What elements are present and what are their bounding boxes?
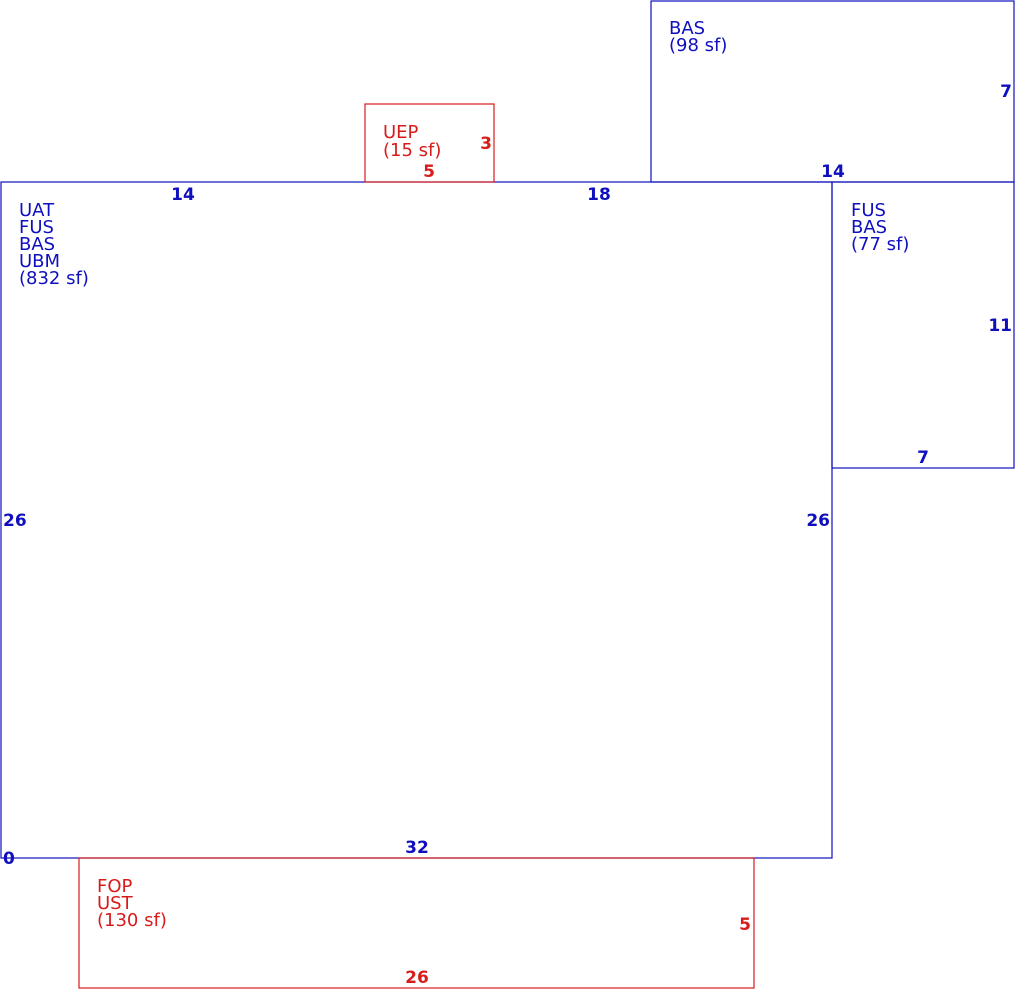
area-main: UAT FUS BAS UBM (832 sf) 14 18 26 26 32 (0, 181, 833, 859)
area-top-right-dim-right: 7 (1000, 82, 1012, 102)
area-main-dim-top-left: 14 (171, 185, 195, 205)
area-entry: UEP (15 sf) 3 5 (364, 103, 495, 183)
area-main-area: (832 sf) (19, 268, 89, 289)
area-main-outline (0, 181, 833, 859)
area-porch-outline (78, 857, 755, 989)
area-right: FUS BAS (77 sf) 11 7 (831, 181, 1015, 469)
area-main-code-1: UAT (19, 200, 55, 221)
area-top-right: BAS (98 sf) 7 14 (650, 0, 1015, 183)
area-main-code-4: UBM (19, 251, 60, 272)
area-porch-dim-bottom: 26 (405, 968, 429, 988)
area-entry-area: (15 sf) (383, 140, 441, 161)
area-right-code-2: BAS (851, 217, 887, 238)
area-porch-code-2: UST (97, 893, 134, 914)
area-main-code-3: BAS (19, 234, 55, 255)
area-main-dim-top-right: 18 (587, 185, 611, 205)
area-main-code-2: FUS (19, 217, 54, 238)
area-top-right-outline (650, 0, 1015, 183)
area-entry-dim-right: 3 (480, 134, 492, 154)
area-right-dim-bottom: 7 (917, 448, 929, 468)
area-porch-dim-right: 5 (739, 915, 751, 935)
area-main-dim-left: 26 (3, 511, 27, 531)
area-entry-dim-bottom: 5 (423, 162, 435, 182)
origin-marker: 0 (3, 849, 15, 869)
area-main-dim-right: 26 (806, 511, 830, 531)
area-right-code-1: FUS (851, 200, 886, 221)
area-porch-code-1: FOP (97, 876, 133, 897)
area-top-right-code-1: BAS (669, 18, 705, 39)
area-porch-area: (130 sf) (97, 910, 167, 931)
area-top-right-area: (98 sf) (669, 35, 727, 56)
area-top-right-dim-bottom: 14 (821, 162, 845, 182)
area-porch: FOP UST (130 sf) 5 26 (78, 857, 755, 989)
area-right-area: (77 sf) (851, 234, 909, 255)
area-entry-outline (364, 103, 495, 183)
area-entry-code-1: UEP (383, 122, 419, 143)
area-right-outline (831, 181, 1015, 469)
area-right-dim-right: 11 (988, 316, 1012, 336)
area-main-dim-bottom: 32 (405, 838, 429, 858)
